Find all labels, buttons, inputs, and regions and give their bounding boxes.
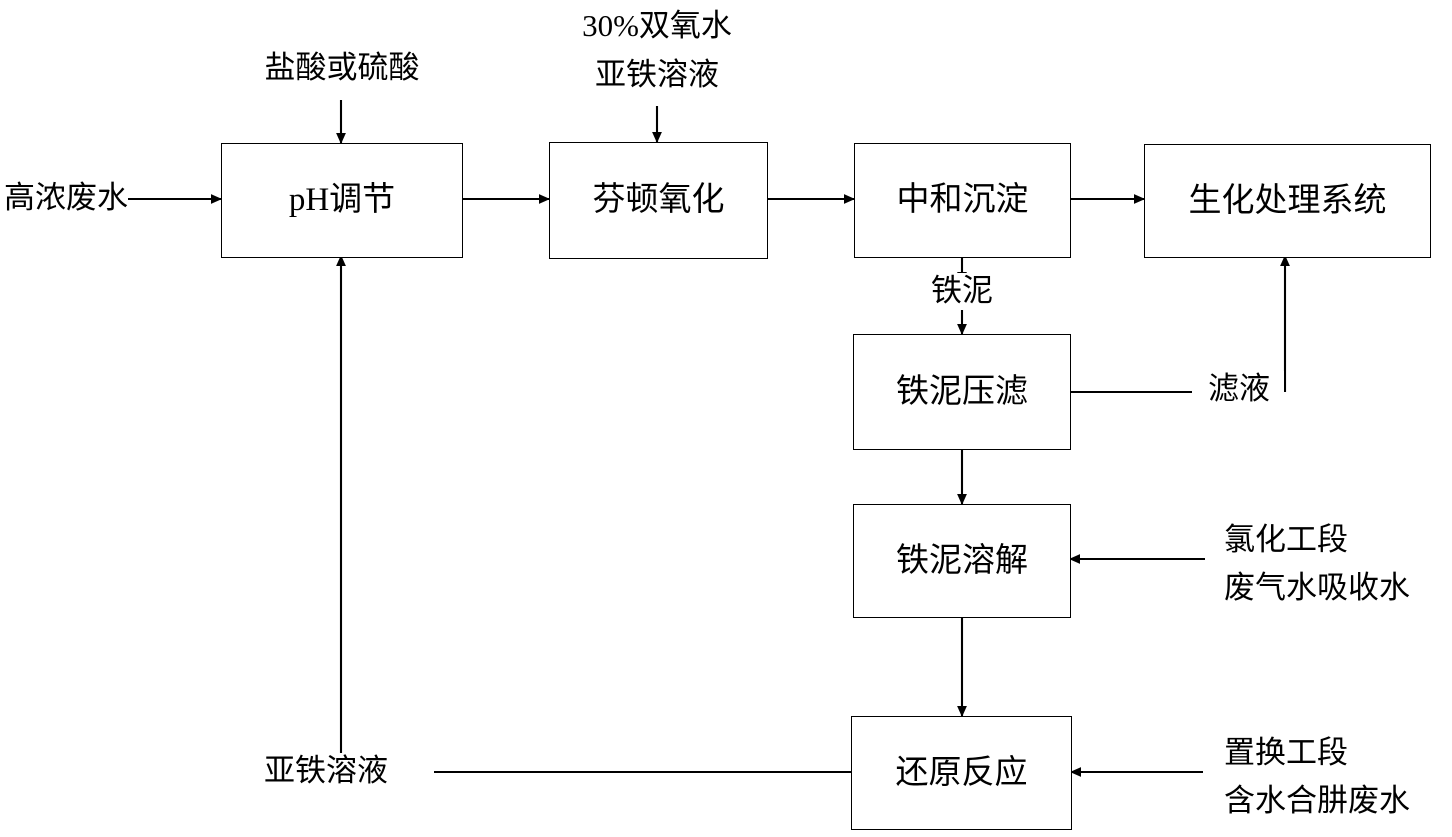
node-biochemical-treatment-system-label: 生化处理系统: [1188, 182, 1387, 219]
node-neutralization-precipitation-label: 中和沉淀: [896, 182, 1029, 219]
node-ph-adjust-label: pH调节: [288, 182, 396, 219]
node-reduction-reaction-label: 还原反应: [895, 754, 1028, 791]
stream-label-chlorination-line1: 氯化工段: [1224, 521, 1348, 560]
node-biochemical-treatment-system[interactable]: 生化处理系统: [1144, 144, 1431, 258]
stream-label-influent: 高浓废水: [4, 180, 128, 217]
stream-label-displacement-line2: 含水合肼废水: [1224, 782, 1410, 821]
node-iron-sludge-dissolution[interactable]: 铁泥溶解: [853, 504, 1071, 618]
stream-label-acid: 盐酸或硫酸: [240, 50, 444, 87]
stream-label-chlorination-line2: 废气水吸收水: [1224, 569, 1410, 608]
stream-label-displacement-line1: 置换工段: [1224, 734, 1348, 773]
stream-label-iron-sludge: 铁泥: [905, 273, 1019, 310]
node-iron-sludge-press-filter[interactable]: 铁泥压滤: [853, 334, 1071, 450]
node-iron-sludge-press-filter-label: 铁泥压滤: [896, 373, 1028, 410]
stream-label-oxidant-line1: 30%双氧水: [555, 8, 759, 45]
stream-label-filtrate: 滤液: [1194, 371, 1284, 408]
node-fenton-oxidation[interactable]: 芬顿氧化: [549, 142, 768, 259]
node-reduction-reaction[interactable]: 还原反应: [851, 716, 1072, 830]
node-fenton-oxidation-label: 芬顿氧化: [592, 182, 725, 219]
stream-label-oxidant-line2: 亚铁溶液: [555, 57, 759, 94]
stream-label-ferrous-recycle: 亚铁溶液: [264, 753, 388, 790]
node-ph-adjust[interactable]: pH调节: [221, 143, 463, 258]
node-iron-sludge-dissolution-label: 铁泥溶解: [896, 542, 1028, 579]
node-neutralization-precipitation[interactable]: 中和沉淀: [854, 143, 1071, 258]
